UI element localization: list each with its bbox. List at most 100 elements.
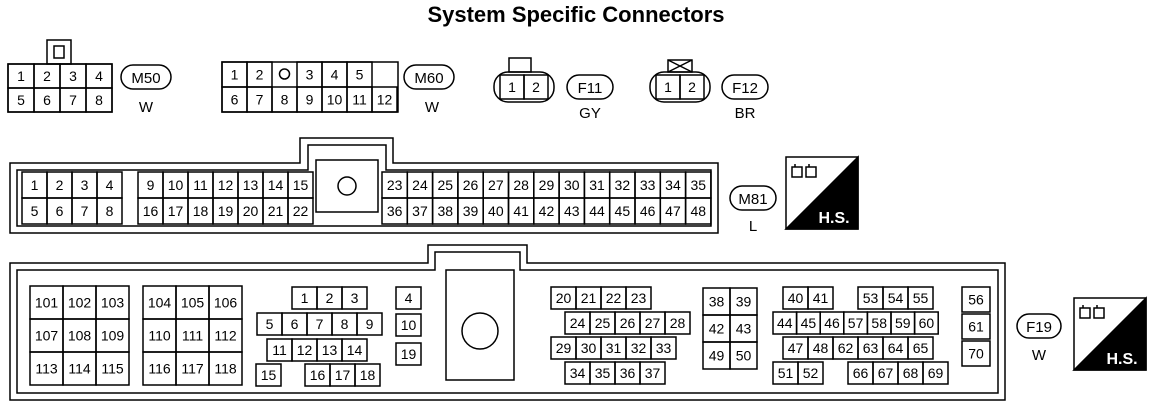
pin-number: 42: [539, 203, 555, 219]
pin-number: 17: [168, 203, 184, 219]
pin-number: 22: [606, 290, 622, 306]
pin-number: 26: [620, 315, 636, 331]
pin-number: 35: [595, 365, 611, 381]
pin: 33: [634, 171, 662, 199]
m50-color: W: [139, 99, 154, 116]
pin: 111: [175, 318, 210, 353]
pin: 44: [583, 197, 611, 225]
hs-badge-label: H.S.: [1106, 351, 1137, 368]
pin-number: 21: [268, 203, 284, 219]
pin: 46: [634, 197, 662, 225]
pin-number: 8: [106, 203, 114, 219]
pin-number: 65: [913, 340, 929, 356]
pin: 32: [625, 336, 652, 360]
pin-number: 57: [848, 315, 864, 331]
f12-housing: [649, 59, 711, 103]
pin: 17: [162, 197, 189, 225]
pin-number: 5: [356, 67, 364, 83]
pin: 104: [142, 285, 177, 320]
pin-number: 4: [106, 177, 114, 193]
pin: 53: [857, 286, 884, 310]
pin-number: 4: [405, 290, 413, 306]
pin-number: 14: [268, 177, 284, 193]
pin-number: 110: [148, 328, 171, 344]
pin: 6: [46, 197, 73, 225]
pin: 3: [59, 63, 87, 89]
pin-number: 32: [615, 177, 631, 193]
pin: 26: [457, 171, 484, 199]
pin: 5: [346, 61, 373, 88]
pin-number: 25: [595, 315, 611, 331]
pin-number: 31: [606, 340, 622, 356]
pin: 34: [564, 361, 591, 385]
pin: 61: [961, 313, 991, 340]
pin: 55: [907, 286, 934, 310]
pin: 11: [187, 171, 214, 199]
pin: 41: [507, 197, 535, 225]
pin: 44: [772, 311, 798, 335]
pin-number: 16: [143, 203, 159, 219]
pin-number: 31: [589, 177, 605, 193]
pin-number: 13: [322, 342, 338, 358]
pin-number: 23: [387, 177, 403, 193]
pin-number: 20: [556, 290, 572, 306]
pin: 2: [679, 74, 705, 100]
pin: 64: [882, 336, 909, 360]
pin-number: 4: [95, 68, 103, 84]
pin: 11: [266, 338, 293, 362]
pin: 42: [533, 197, 560, 225]
pin-number: 24: [570, 315, 586, 331]
pin: 51: [772, 361, 799, 385]
pin: 19: [212, 197, 239, 225]
pin-number: 4: [331, 67, 339, 83]
pin-number: 25: [437, 177, 453, 193]
pin: 16: [137, 197, 164, 225]
m81-id: M81: [738, 191, 767, 208]
pin-number: 18: [193, 203, 209, 219]
pin: 2: [33, 63, 61, 89]
pin-number: 53: [863, 290, 879, 306]
pin-number: 34: [665, 177, 681, 193]
pin: 1: [655, 74, 681, 100]
pin: 38: [702, 287, 731, 316]
pin-number: 45: [615, 203, 631, 219]
pin: 23: [625, 286, 652, 310]
pin: 14: [341, 338, 368, 362]
pin: 56: [961, 286, 991, 313]
pin: 21: [575, 286, 602, 310]
pin: 8: [271, 86, 298, 113]
pin: 23: [381, 171, 409, 199]
m60-id: M60: [414, 70, 443, 87]
pin-number: 36: [387, 203, 403, 219]
pin: 37: [639, 361, 666, 385]
pin: 103: [95, 285, 130, 320]
pin: 117: [175, 351, 210, 386]
pin-number: 2: [326, 290, 334, 306]
pin-number: 34: [570, 365, 586, 381]
pin-number: 2: [56, 177, 64, 193]
pin: 1: [7, 63, 35, 89]
pin: 5: [7, 87, 35, 113]
f19-color: W: [1032, 347, 1047, 364]
pin: 63: [857, 336, 884, 360]
pin: 22: [600, 286, 627, 310]
m50-id: M50: [131, 70, 160, 87]
pin-number: 2: [532, 79, 540, 95]
pin: 7: [59, 87, 87, 113]
pin: 43: [729, 314, 758, 343]
f11-housing: [493, 57, 555, 103]
pin: 36: [614, 361, 641, 385]
pin: 29: [533, 171, 560, 199]
pin: 105: [175, 285, 210, 320]
pin: 1: [221, 61, 248, 88]
pin: 15: [287, 171, 314, 199]
pin: 39: [457, 197, 484, 225]
f19-hs-badge: H.S.: [1072, 296, 1147, 371]
pin-number: 60: [919, 315, 935, 331]
pin: 62: [832, 336, 859, 360]
pin: 7: [246, 86, 273, 113]
pin-number: 59: [895, 315, 911, 331]
pin-number: 37: [645, 365, 661, 381]
pin-number: 66: [853, 365, 869, 381]
pin: 36: [381, 197, 409, 225]
